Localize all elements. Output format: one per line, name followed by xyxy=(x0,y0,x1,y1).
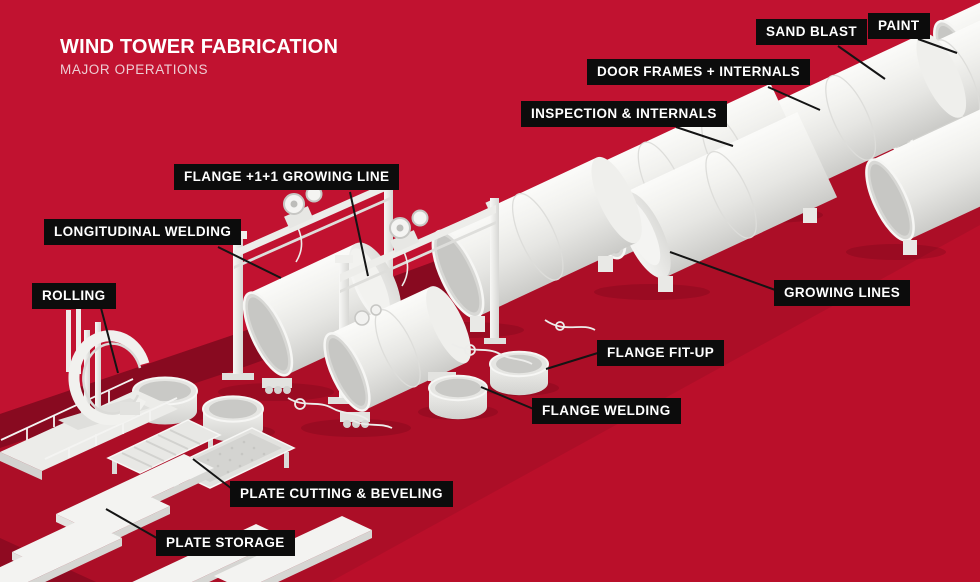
leader-line-plate-cutting-beveling xyxy=(192,458,237,493)
leader-line-flange-welding xyxy=(480,386,537,411)
tower-section-growing-1 xyxy=(431,156,642,319)
leader-line-plate-storage xyxy=(105,508,163,542)
floor-hoses xyxy=(287,319,596,429)
leader-line-longitudinal-welding xyxy=(217,246,282,279)
label-flange-growing-line: FLANGE +1+1 GROWING LINE xyxy=(174,164,400,190)
leader-line-growing-lines xyxy=(669,251,779,292)
leader-line-inspection-internals xyxy=(675,126,734,147)
gauge-wheel xyxy=(370,304,382,316)
label-inspection-internals: INSPECTION & INTERNALS xyxy=(521,101,727,127)
tower-support-foot xyxy=(903,240,917,255)
flange-fit-up-ring xyxy=(489,350,549,396)
label-paint: PAINT xyxy=(868,13,930,39)
leader-line-flange-growing-line xyxy=(349,191,369,277)
label-growing-lines: GROWING LINES xyxy=(774,280,911,306)
flange-welding-ring xyxy=(428,374,488,420)
tower-support-foot xyxy=(803,208,817,223)
tower-support-foot xyxy=(658,276,673,292)
leader-lines xyxy=(100,38,958,542)
rolled-c-shell xyxy=(68,330,150,426)
label-flange-fit-up: FLANGE FIT-UP xyxy=(597,340,725,366)
label-plate-storage: PLATE STORAGE xyxy=(156,530,295,556)
tower-support-foot xyxy=(470,316,485,332)
gauge-wheel xyxy=(354,310,370,326)
rolling-machine xyxy=(0,300,178,480)
label-door-frames-internals: DOOR FRAMES + INTERNALS xyxy=(587,59,811,85)
label-flange-welding: FLANGE WELDING xyxy=(532,398,681,424)
leader-line-rolling xyxy=(100,307,119,374)
label-sand-blast: SAND BLAST xyxy=(756,19,867,45)
page-title: WIND TOWER FABRICATION xyxy=(60,36,339,58)
shell-trolley xyxy=(262,378,292,394)
label-plate-cutting-beveling: PLATE CUTTING & BEVELING xyxy=(230,481,453,507)
leader-line-paint xyxy=(917,38,958,54)
label-rolling: ROLLING xyxy=(32,283,116,309)
leader-line-door-frames-internals xyxy=(767,86,821,111)
plate-cutting-table-rollers xyxy=(106,419,222,474)
tower-support-foot xyxy=(598,256,613,272)
label-longitudinal-welding: LONGITUDINAL WELDING xyxy=(44,219,242,245)
tower-section-growing-3 xyxy=(865,109,980,242)
page-subtitle: MAJOR OPERATIONS xyxy=(60,62,209,77)
leader-line-flange-fit-up xyxy=(545,351,602,370)
tower-shell-flange-growing xyxy=(323,286,471,412)
leader-line-sand-blast xyxy=(837,45,886,80)
